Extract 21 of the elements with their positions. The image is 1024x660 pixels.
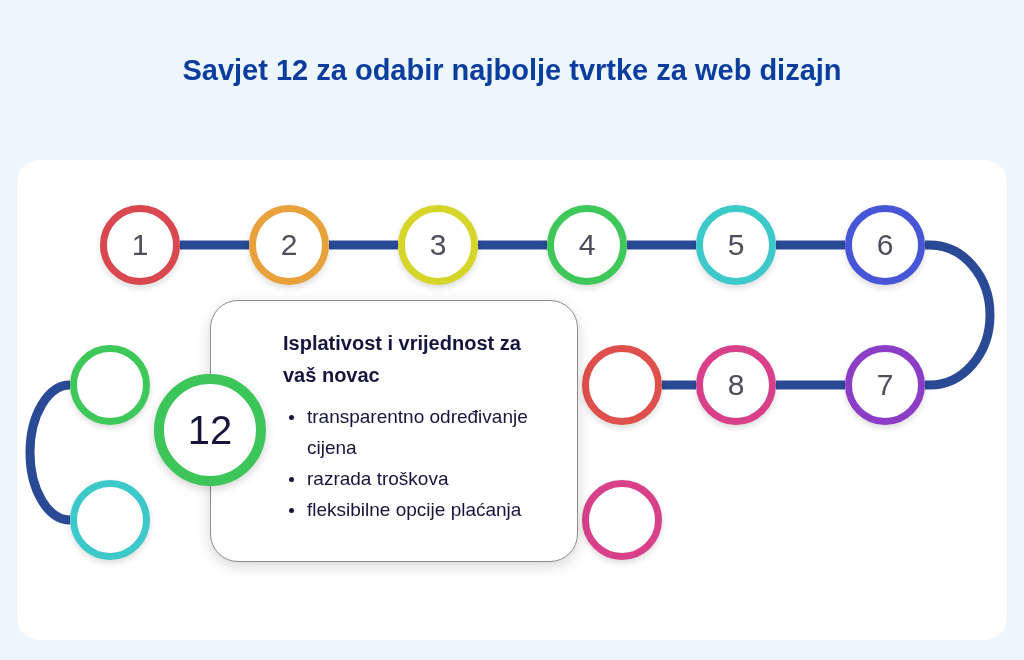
connector-line xyxy=(776,380,845,390)
step-number: 3 xyxy=(429,230,447,260)
step-number: 1 xyxy=(131,230,149,260)
step-number: 4 xyxy=(578,230,596,260)
card-heading: Isplativost i vrijednost za vaš novac xyxy=(283,331,522,388)
connector-line xyxy=(627,240,696,250)
step-number: 5 xyxy=(727,230,745,260)
bullet-item: razrada troškova xyxy=(283,463,547,494)
step-number: 8 xyxy=(727,370,745,400)
bullet-item: fleksibilne opcije plaćanja xyxy=(283,494,547,525)
step-number: 12 xyxy=(187,410,233,450)
title: Savjet 12 za odabir najbolje tvrtke za web dizajn xyxy=(182,54,842,87)
connector-line xyxy=(329,240,398,250)
connector-line xyxy=(478,240,547,250)
connector-line xyxy=(776,240,845,250)
step-number: 7 xyxy=(876,370,894,400)
step-number: 6 xyxy=(876,230,894,260)
step-number: 2 xyxy=(280,230,298,260)
connector-line xyxy=(925,240,995,390)
connector-line xyxy=(662,380,696,390)
connector-line xyxy=(180,240,249,250)
